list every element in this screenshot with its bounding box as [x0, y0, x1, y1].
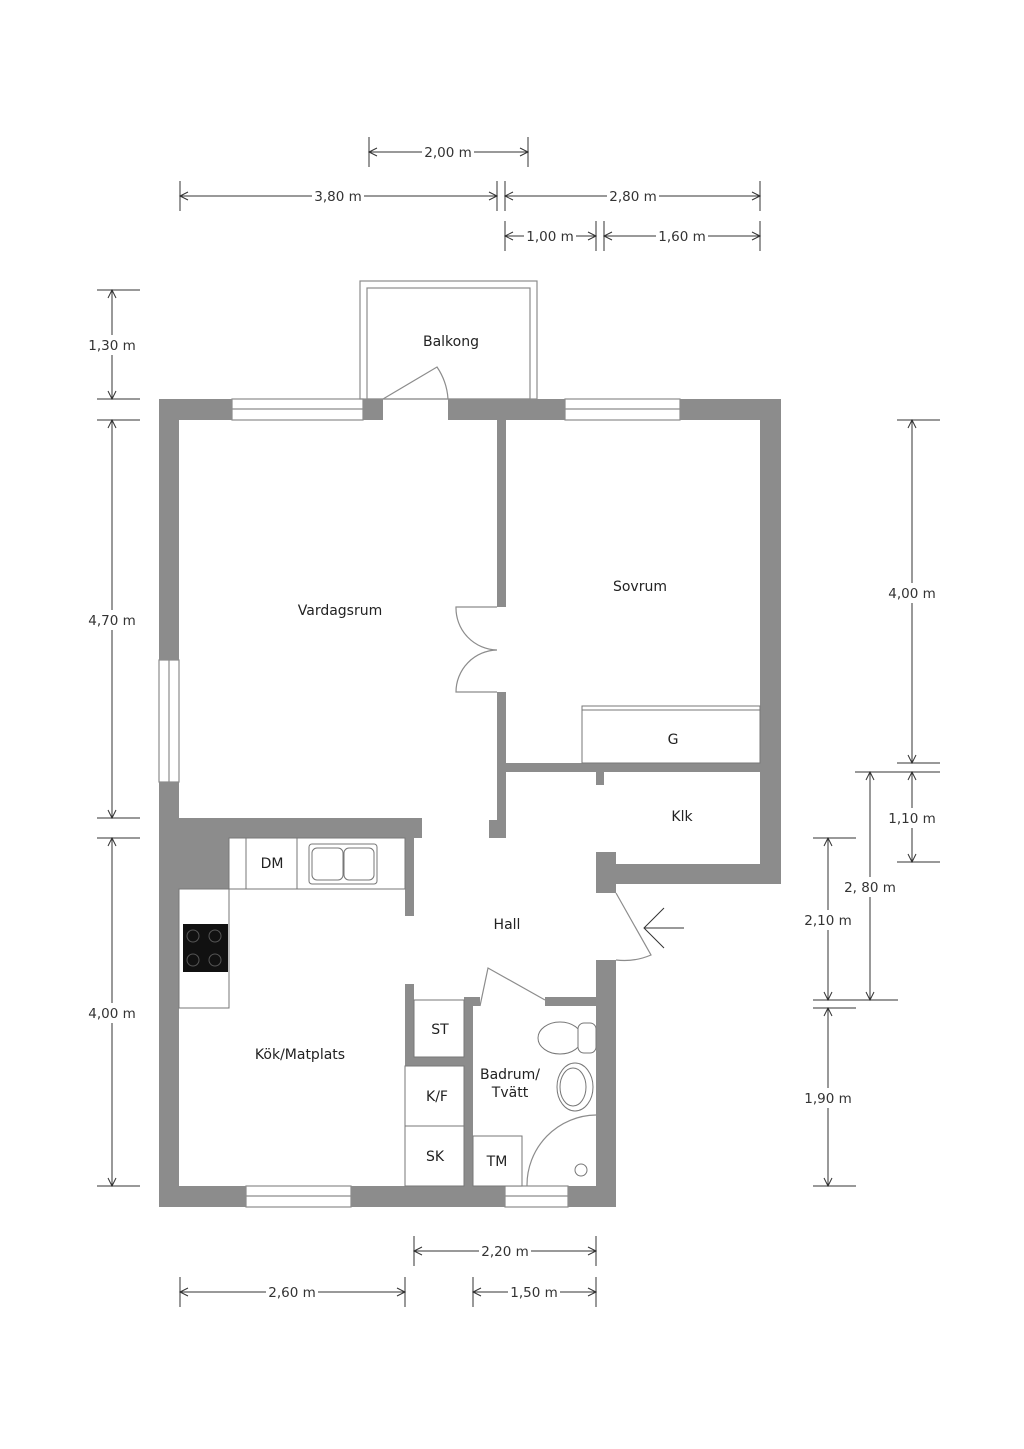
room-badrum-1: Badrum/ [480, 1067, 540, 1083]
dimension-label: 2,80 m [609, 189, 657, 205]
dimension-label: 1,30 m [88, 338, 136, 354]
toilet-icon [537, 1021, 597, 1055]
stove-icon [183, 924, 228, 972]
room-badrum-2: Tvätt [491, 1085, 529, 1101]
dimension-label: 4,70 m [88, 613, 136, 629]
label-st: ST [431, 1022, 449, 1038]
dimension-label: 3,80 m [314, 189, 362, 205]
dimension-label: 4,00 m [888, 586, 936, 602]
label-dm: DM [261, 856, 284, 872]
fixtures [178, 705, 761, 1187]
dimension-label: 1,90 m [804, 1091, 852, 1107]
room-klk: Klk [671, 809, 693, 825]
room-vardagsrum: Vardagsrum [298, 603, 383, 619]
dimension-label: 2,20 m [481, 1244, 529, 1260]
dimension-label: 2, 80 m [844, 880, 896, 896]
room-hall: Hall [494, 917, 521, 933]
dimension-label: 1,00 m [526, 229, 574, 245]
room-kok: Kök/Matplats [255, 1047, 345, 1063]
dimension-label: 1,10 m [888, 811, 936, 827]
dimension-label: 1,60 m [658, 229, 706, 245]
room-balkong: Balkong [423, 334, 479, 350]
dimension-lines: 2,00 m 3,80 m 2,80 m 1,00 m 1,60 m 1,30 m 4,70… [82, 137, 942, 1307]
room-labels: Balkong Vardagsrum Sovrum G Klk Hall Kök… [255, 334, 694, 1170]
sink-icon [308, 843, 378, 885]
doors [382, 366, 652, 1007]
label-sk: SK [426, 1149, 445, 1165]
label-kf: K/F [426, 1089, 448, 1105]
washbasin-icon [556, 1062, 594, 1112]
dimension-label: 2,00 m [424, 145, 472, 161]
dimension-label: 2,60 m [268, 1285, 316, 1301]
label-tm: TM [486, 1154, 508, 1170]
walls [159, 399, 781, 1207]
dimension-label: 4,00 m [88, 1006, 136, 1022]
dimension-label: 2,10 m [804, 913, 852, 929]
windows [158, 398, 681, 1208]
room-garderob: G [668, 732, 679, 748]
room-sovrum: Sovrum [613, 579, 667, 595]
dimension-label: 1,50 m [510, 1285, 558, 1301]
entrance-arrow-icon [643, 907, 684, 949]
